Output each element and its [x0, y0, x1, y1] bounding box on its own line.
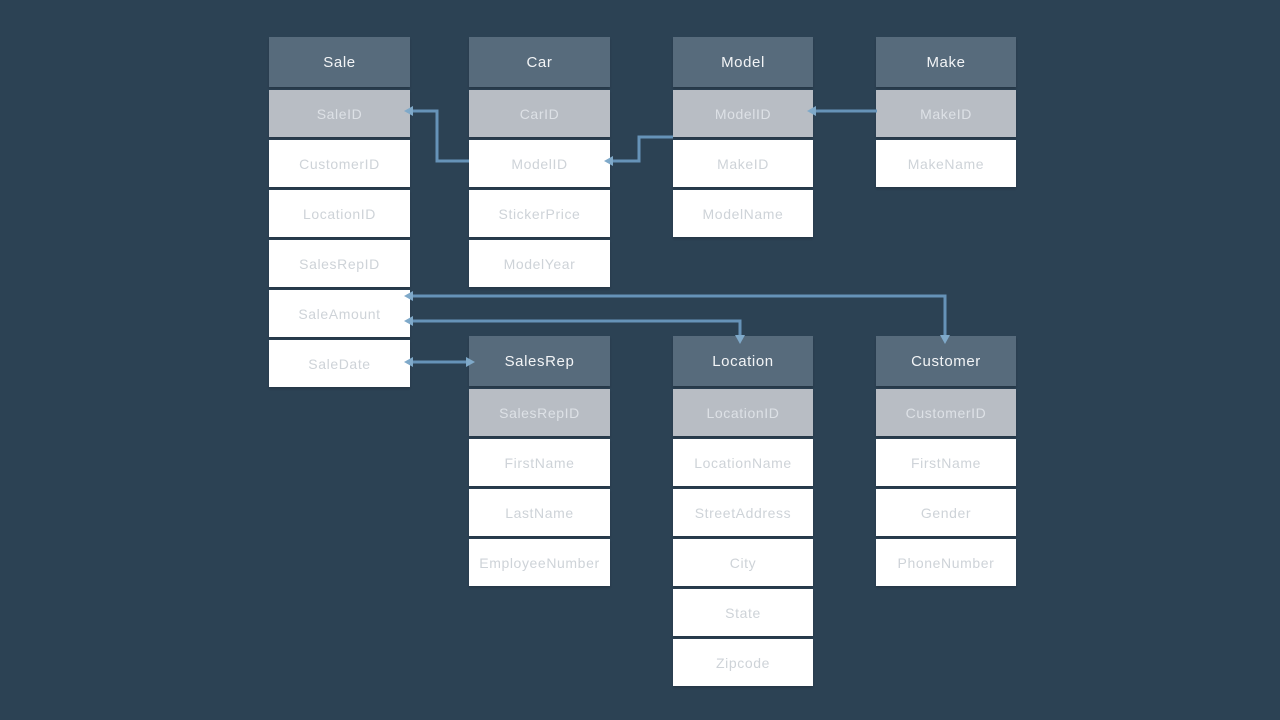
connector-car-modelid-to-model-modelid: [604, 135, 673, 166]
table-title-sale: Sale: [269, 37, 410, 87]
primary-key-row: SaleID: [269, 90, 410, 137]
table-title-customer: Customer: [876, 336, 1016, 386]
field-row: CustomerID: [269, 140, 410, 187]
table-title-salesrep: SalesRep: [469, 336, 610, 386]
field-row: FirstName: [876, 439, 1016, 486]
field-row: SalesRepID: [269, 240, 410, 287]
primary-key-row: ModelID: [673, 90, 813, 137]
field-row: State: [673, 589, 813, 636]
table-title-model: Model: [673, 37, 813, 87]
field-row: StickerPrice: [469, 190, 610, 237]
connector-make-makeid-to-model-modelid: [807, 106, 877, 116]
field-row: PhoneNumber: [876, 539, 1016, 586]
field-row: ModelName: [673, 190, 813, 237]
field-row: SaleAmount: [269, 290, 410, 337]
table-title-location: Location: [673, 336, 813, 386]
table-title-make: Make: [876, 37, 1016, 87]
field-row: City: [673, 539, 813, 586]
primary-key-row: CarID: [469, 90, 610, 137]
field-row: MakeName: [876, 140, 1016, 187]
primary-key-row: LocationID: [673, 389, 813, 436]
primary-key-row: CustomerID: [876, 389, 1016, 436]
field-row: ModelID: [469, 140, 610, 187]
field-row: StreetAddress: [673, 489, 813, 536]
field-row: ModelYear: [469, 240, 610, 287]
connector-sale-saledate-to-salesrep: [404, 357, 475, 367]
table-title-car: Car: [469, 37, 610, 87]
field-row: LocationName: [673, 439, 813, 486]
connector-sale-saleid-to-car-modelid: [404, 106, 469, 163]
primary-key-row: SalesRepID: [469, 389, 610, 436]
primary-key-row: MakeID: [876, 90, 1016, 137]
field-row: Zipcode: [673, 639, 813, 686]
field-row: SaleDate: [269, 340, 410, 387]
field-row: Gender: [876, 489, 1016, 536]
field-row: LastName: [469, 489, 610, 536]
field-row: LocationID: [269, 190, 410, 237]
field-row: EmployeeNumber: [469, 539, 610, 586]
field-row: FirstName: [469, 439, 610, 486]
field-row: MakeID: [673, 140, 813, 187]
